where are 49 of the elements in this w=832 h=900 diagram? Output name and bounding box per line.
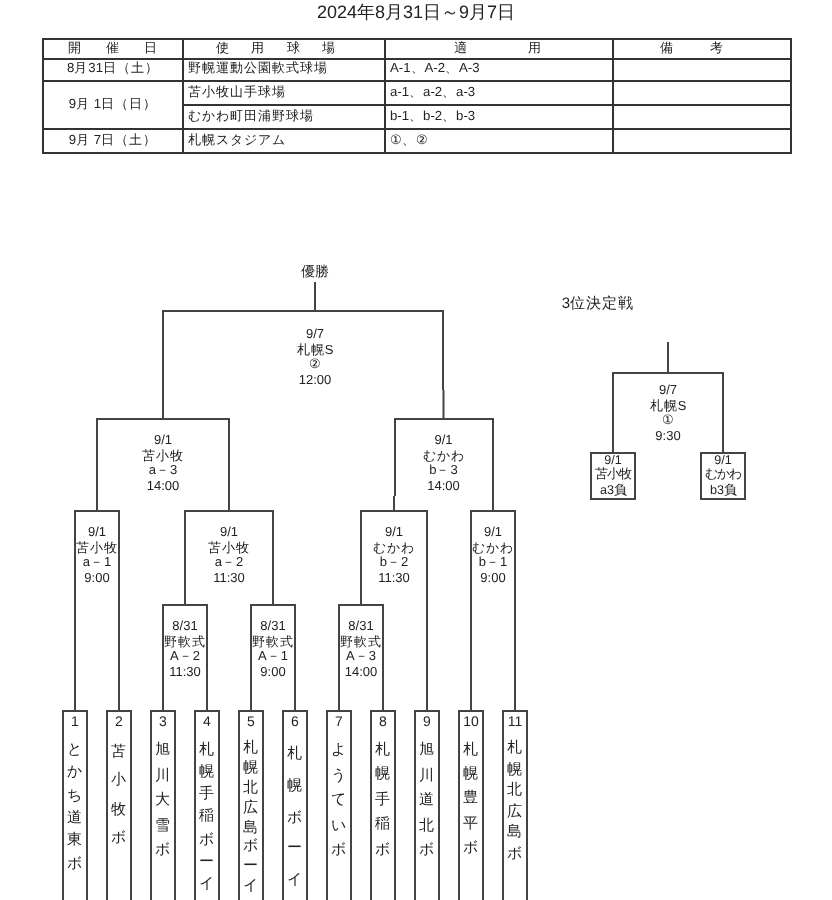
bracket-line [514, 587, 516, 711]
match-bracket [360, 510, 428, 588]
match-bracket [162, 604, 208, 682]
bracket-line [338, 681, 340, 711]
bracket-line [96, 495, 98, 511]
entry-box [700, 452, 746, 500]
bracket-line [162, 389, 164, 419]
bracket-line [206, 681, 208, 711]
team-box [502, 710, 528, 900]
bracket-line [118, 587, 120, 711]
team-box [106, 710, 132, 900]
match-bracket [612, 372, 724, 444]
bracket-line [667, 341, 669, 373]
bracket-line [612, 443, 614, 453]
team-box [150, 710, 176, 900]
team-box [458, 710, 484, 900]
bracket-line [426, 587, 428, 711]
team-box [414, 710, 440, 900]
match-bracket [74, 510, 120, 588]
bracket-line [314, 281, 316, 311]
match-bracket [250, 604, 296, 682]
team-box [370, 710, 396, 900]
bracket-line [250, 681, 252, 711]
bracket-line [228, 495, 230, 511]
page-title: 2024年8月31日～9月7日 [316, 2, 516, 24]
team-box [238, 710, 264, 900]
team-box [326, 710, 352, 900]
bracket-line [382, 681, 384, 711]
bracket-line [492, 495, 494, 511]
bracket-line [74, 587, 76, 711]
bracket-line [442, 389, 445, 419]
match-bracket [393, 418, 494, 496]
match-bracket [470, 510, 516, 588]
bracket-line [272, 587, 274, 605]
team-box [62, 710, 88, 900]
team-box [194, 710, 220, 900]
bracket-line [184, 587, 186, 605]
match-bracket [184, 510, 274, 588]
bracket-line [393, 495, 395, 511]
team-box [282, 710, 308, 900]
match-bracket [162, 310, 445, 390]
entry-box [590, 452, 636, 500]
match-bracket [338, 604, 384, 682]
bracket-line [162, 681, 164, 711]
bracket-line [294, 681, 296, 711]
match-bracket [96, 418, 230, 496]
bracket-line [360, 587, 362, 605]
bracket-line [470, 587, 472, 711]
bracket-line [722, 443, 724, 453]
